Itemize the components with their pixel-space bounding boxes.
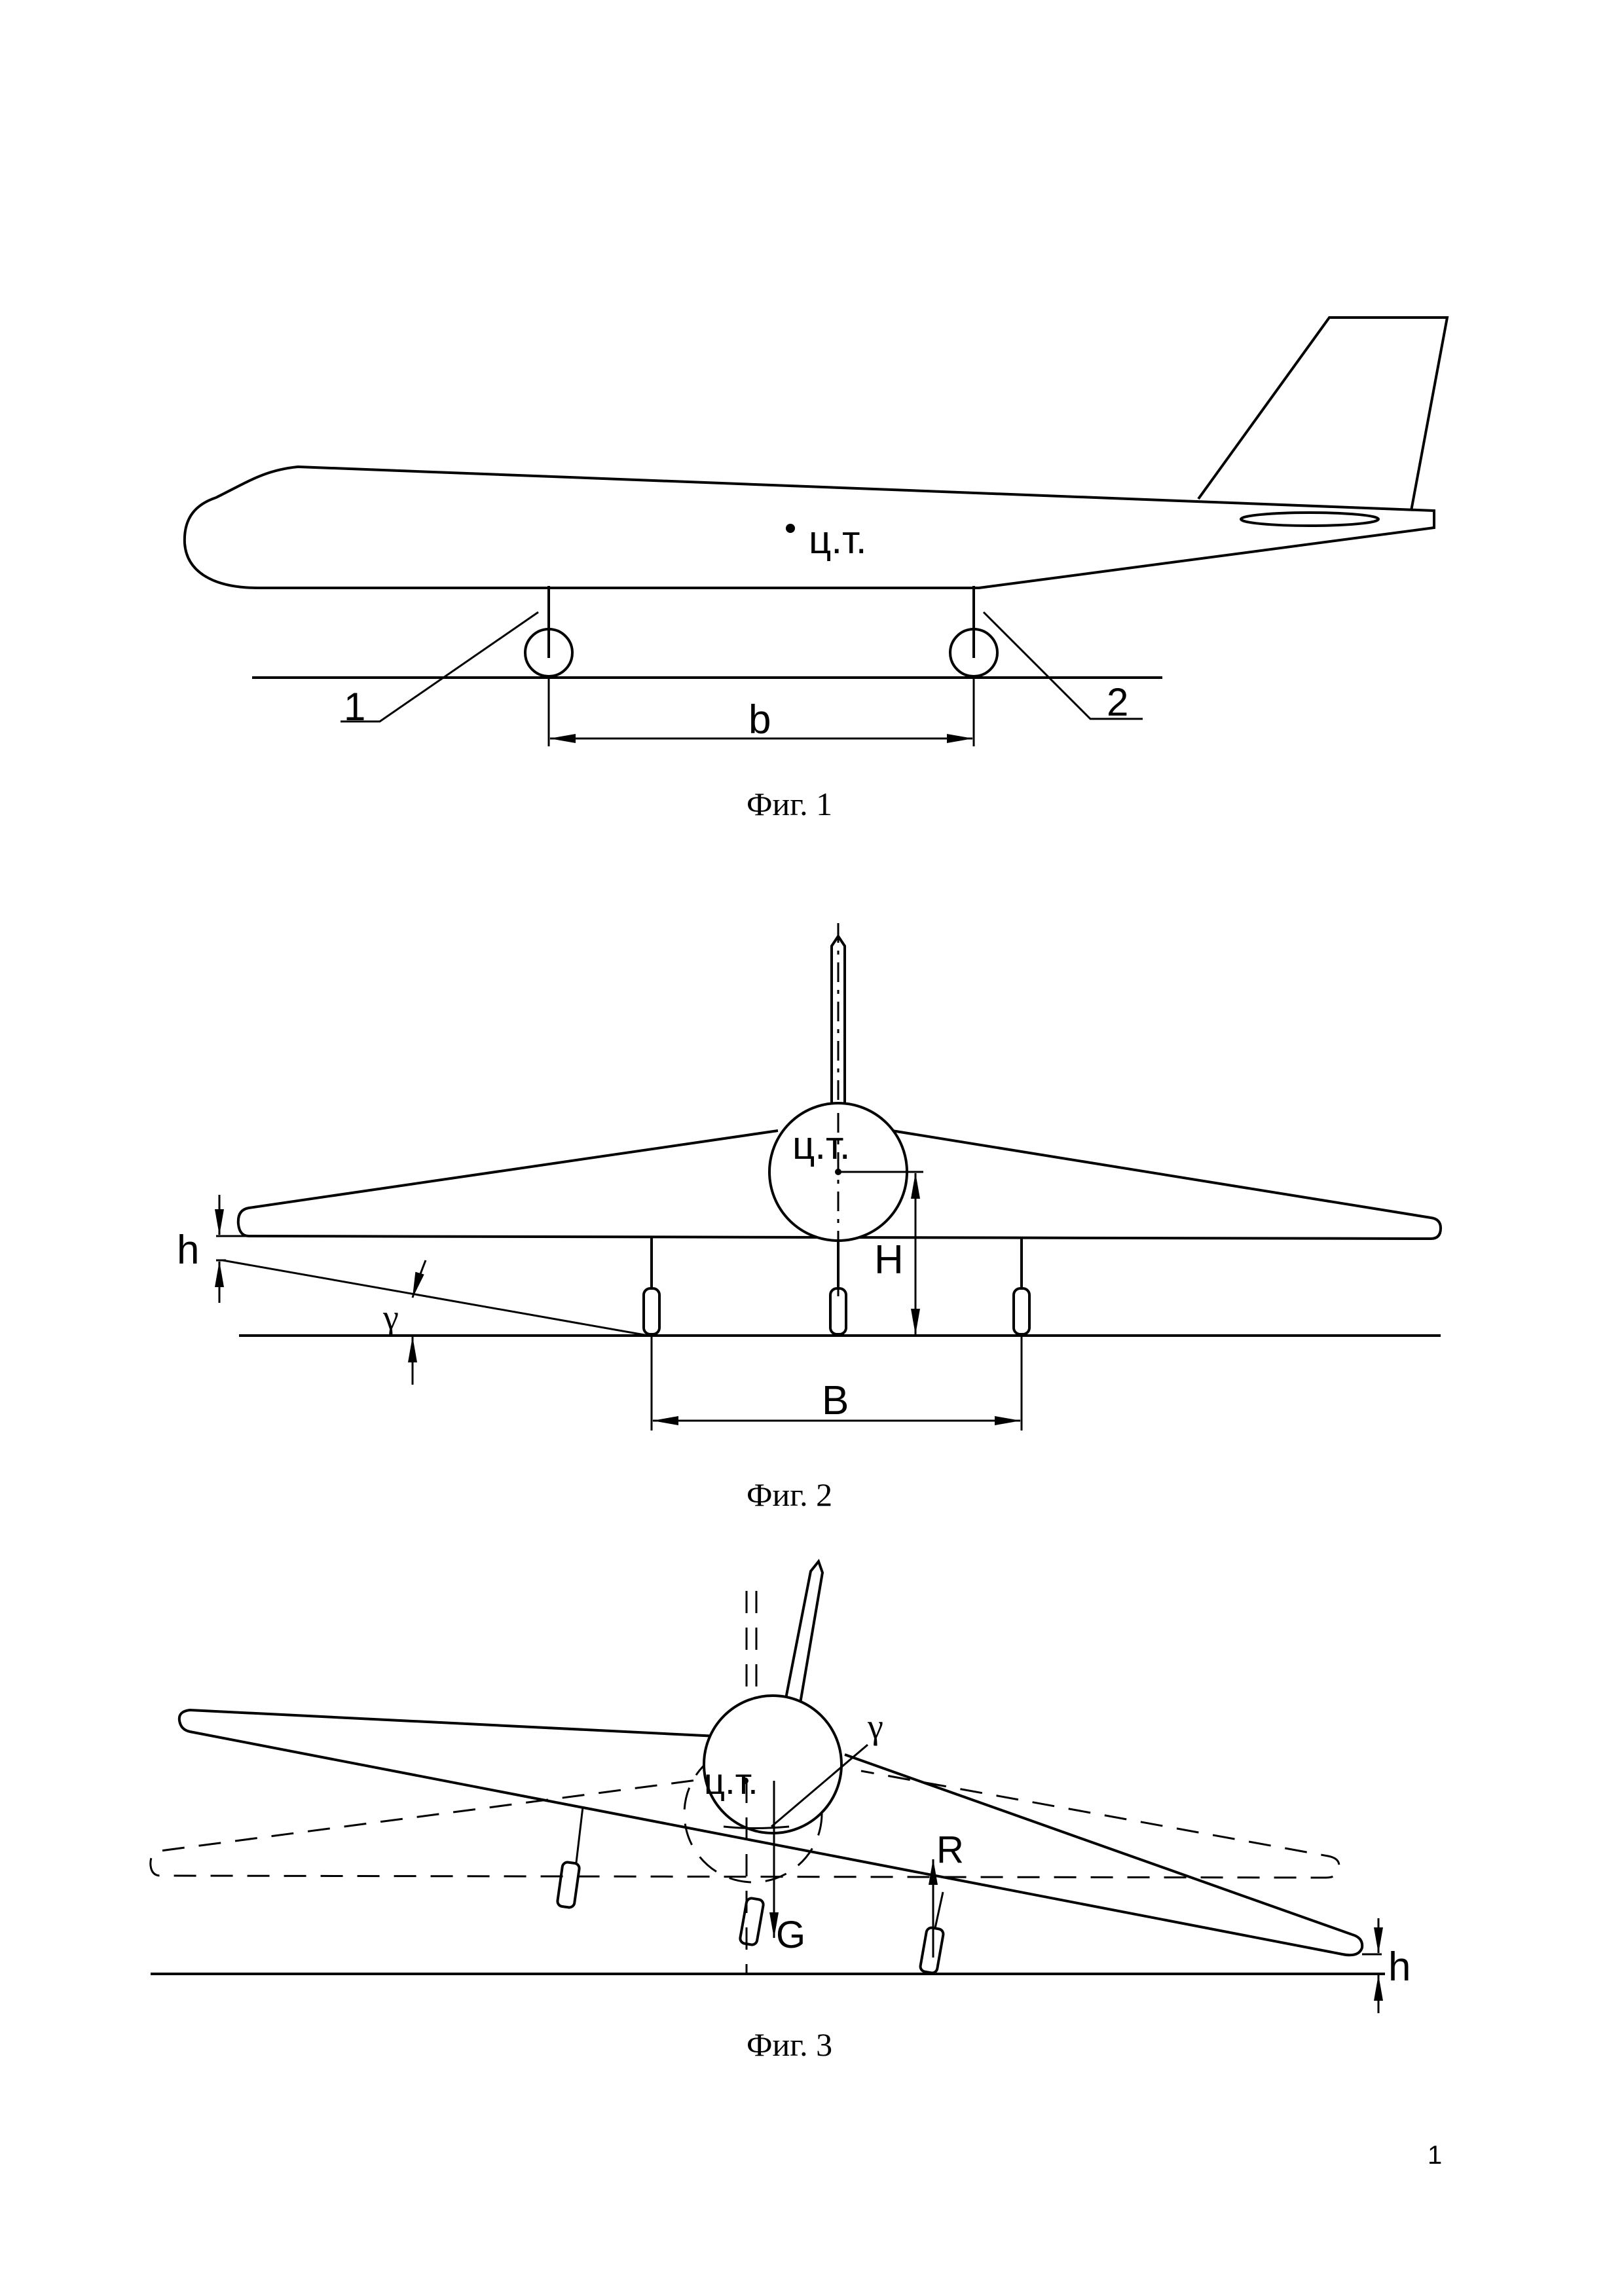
- fig3-tilted-wing: [177, 1708, 1364, 1957]
- fig3-gear-left-wheel: [556, 1861, 581, 1909]
- fig2-tilt-line: [222, 1259, 649, 1337]
- fig3-reference-wing: [149, 1770, 1340, 1879]
- fig1-callout-1-leader: [341, 611, 539, 723]
- figure-1: [183, 316, 1449, 746]
- fig1-callout-2-label: 2: [1107, 680, 1128, 724]
- fig2-gear-right-wheel: [1012, 1287, 1031, 1336]
- fig3-gear-right-strut: [934, 1891, 944, 1929]
- fig2-cg-point: [835, 1169, 841, 1175]
- fig1-callout-2-leader: [982, 611, 1143, 720]
- fig1-caption: Фиг. 1: [747, 786, 832, 822]
- fig1-fuselage: [183, 465, 1435, 589]
- fig3-cg-label: ц.т.: [704, 1760, 758, 1802]
- fig2-angle-label: γ: [382, 1298, 399, 1337]
- fig2-dim-H-label: H: [874, 1237, 904, 1283]
- fig3-gear-right-wheel: [919, 1926, 945, 1975]
- fig3-force-G-label: G: [776, 1914, 805, 1956]
- fig3-caption: Фиг. 3: [747, 2026, 832, 2063]
- fig3-angle-arc: [723, 1825, 790, 1829]
- fig1-gear-1-wheel: [524, 628, 574, 678]
- figure-2: [215, 923, 1443, 1430]
- fig3-angle-label: γ: [867, 1707, 883, 1746]
- fig2-dim-B-label: B: [822, 1378, 849, 1423]
- fig3-angle-leader: [771, 1743, 868, 1828]
- fig3-gear-left-strut: [575, 1806, 584, 1863]
- figure-3: [149, 1558, 1385, 2013]
- fig1-dim-b-label: b: [748, 697, 771, 742]
- fig3-dim-h-label: h: [1388, 1944, 1411, 1990]
- fig1-gear-2-wheel: [949, 628, 999, 678]
- fig2-dim-h-label: h: [177, 1228, 199, 1273]
- fig2-gear-left-wheel: [642, 1287, 661, 1336]
- page-number: 1: [1428, 2141, 1442, 2170]
- fig1-cg-label: ц.т.: [809, 518, 867, 562]
- fig2-cg-label: ц.т.: [792, 1123, 851, 1167]
- fig3-gear-center-wheel: [739, 1897, 765, 1946]
- fig2-angle-arc-top: [411, 1260, 427, 1298]
- fig2-gear-center-wheel: [829, 1287, 847, 1336]
- fig3-force-R-label: R: [936, 1829, 964, 1871]
- fig2-caption: Фиг. 2: [747, 1476, 832, 1513]
- fig1-engine-nacelle: [1240, 511, 1380, 527]
- fig3-tilted-fin: [781, 1558, 824, 1719]
- fig1-callout-1-label: 1: [344, 685, 365, 729]
- fig3-fuselage: [703, 1694, 843, 1834]
- fig1-cg-point: [786, 524, 795, 533]
- fig1-tail-fin: [1197, 316, 1449, 511]
